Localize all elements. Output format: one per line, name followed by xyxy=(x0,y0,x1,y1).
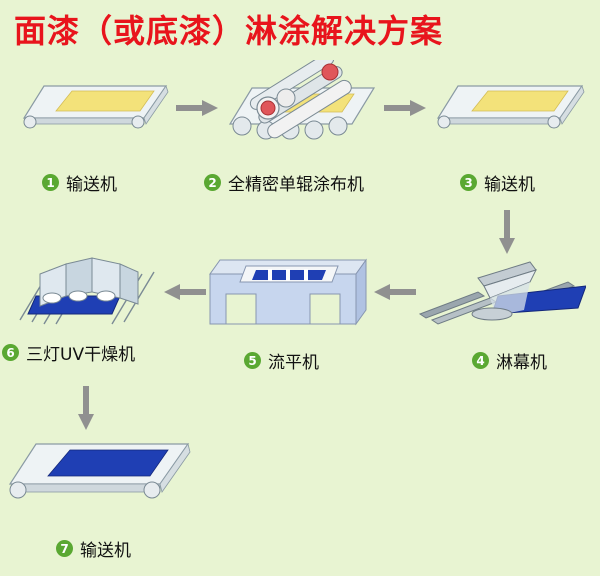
arrow-down-icon xyxy=(78,386,94,430)
arrow-right-icon xyxy=(384,100,426,116)
conveyor-3 xyxy=(436,85,585,129)
curtain-coater xyxy=(418,261,586,325)
step-number-badge: 5 xyxy=(244,352,261,369)
page-title: 面漆（或底漆）淋涂解决方案 xyxy=(14,12,444,50)
uv-dryer xyxy=(19,257,155,325)
step-number-badge: 2 xyxy=(204,174,221,191)
step-name: 三灯UV干燥机 xyxy=(26,345,136,365)
arrow-right-icon xyxy=(176,100,218,116)
step-number-badge: 6 xyxy=(2,344,19,361)
step-label-2: 2 全精密单辊涂布机 xyxy=(204,170,364,195)
roller-coater xyxy=(228,60,376,140)
step-number-badge: 3 xyxy=(460,174,477,191)
step-number-badge: 4 xyxy=(472,352,489,369)
step-name: 输送机 xyxy=(484,175,535,195)
step-number-badge: 7 xyxy=(56,540,73,557)
arrow-down-icon xyxy=(499,210,515,254)
arrow-left-icon xyxy=(164,284,206,300)
levelling-machine xyxy=(209,258,367,326)
step-name: 输送机 xyxy=(66,175,117,195)
step-number-badge: 1 xyxy=(42,174,59,191)
step-name: 输送机 xyxy=(80,541,131,561)
conveyor-1 xyxy=(22,85,169,129)
step-label-3: 3 输送机 xyxy=(460,170,535,195)
step-name: 淋幕机 xyxy=(496,353,547,373)
step-label-4: 4 淋幕机 xyxy=(472,348,547,373)
step-label-7: 7 输送机 xyxy=(56,536,131,561)
arrow-left-icon xyxy=(374,284,416,300)
step-name: 流平机 xyxy=(268,353,319,373)
step-label-1: 1 输送机 xyxy=(42,170,117,195)
step-label-5: 5 流平机 xyxy=(244,348,319,373)
conveyor-7 xyxy=(8,443,191,499)
step-name: 全精密单辊涂布机 xyxy=(228,175,364,195)
step-label-6: 6 三灯UV干燥机 xyxy=(2,340,135,365)
